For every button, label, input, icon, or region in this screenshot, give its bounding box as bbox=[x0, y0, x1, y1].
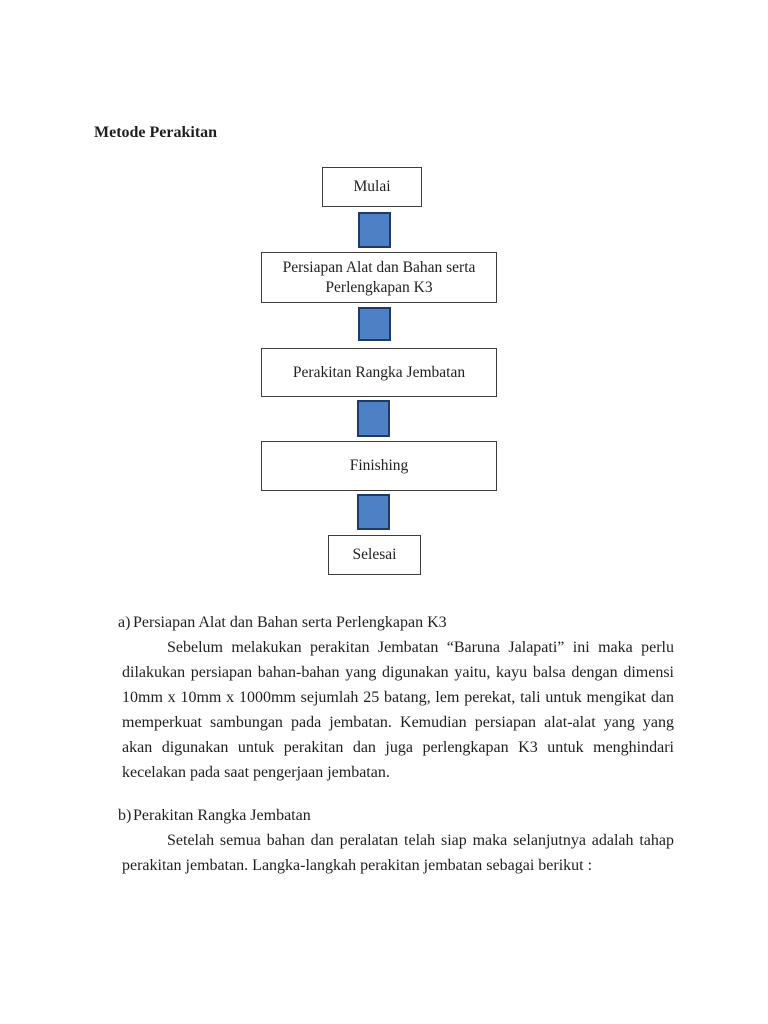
flow-connector bbox=[358, 212, 391, 248]
section-b-body: Setelah semua bahan dan peralatan telah … bbox=[122, 832, 674, 874]
page-title: Metode Perakitan bbox=[94, 124, 218, 141]
section-a: a) Persiapan Alat dan Bahan serta Perlen… bbox=[118, 610, 674, 785]
section-b-marker: b) bbox=[118, 807, 132, 824]
flow-connector bbox=[358, 307, 391, 341]
flow-node-mulai: Mulai bbox=[322, 167, 422, 207]
section-a-marker: a) bbox=[118, 614, 131, 631]
flow-connector bbox=[357, 494, 390, 530]
flow-node-perakitan: Perakitan Rangka Jembatan bbox=[261, 348, 497, 397]
flow-node-finishing: Finishing bbox=[261, 441, 497, 491]
flow-connector bbox=[357, 400, 390, 437]
flow-node-persiapan: Persiapan Alat dan Bahan serta Perlengka… bbox=[261, 252, 497, 303]
section-a-title: Persiapan Alat dan Bahan serta Perlengka… bbox=[133, 614, 447, 631]
flow-node-selesai: Selesai bbox=[328, 535, 421, 575]
section-b-title: Perakitan Rangka Jembatan bbox=[133, 807, 311, 824]
section-b-title-row: b) Perakitan Rangka Jembatan bbox=[118, 803, 674, 828]
section-b: b) Perakitan Rangka Jembatan Setelah sem… bbox=[118, 803, 674, 878]
section-a-title-row: a) Persiapan Alat dan Bahan serta Perlen… bbox=[118, 610, 674, 635]
section-a-body: Sebelum melakukan perakitan Jembatan “Ba… bbox=[122, 639, 674, 781]
